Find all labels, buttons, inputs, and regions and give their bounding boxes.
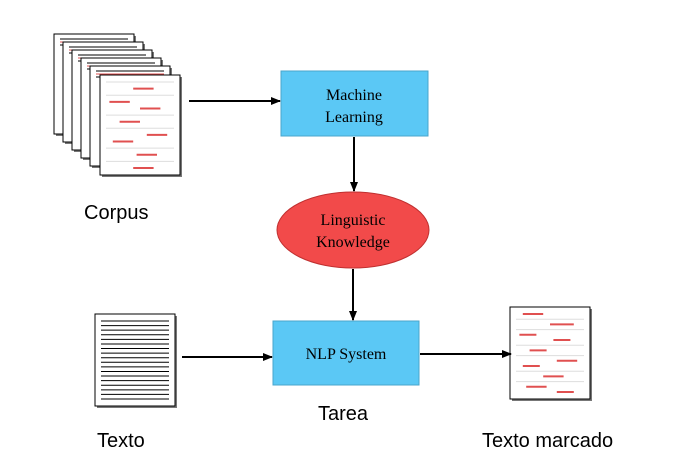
corpus-label: Corpus [84,202,148,224]
machine-learning-label-line1: Machine [326,87,382,104]
texto-label: Texto [97,430,145,452]
texto-document-icon [94,313,177,408]
texto-marcado-document-icon [509,306,592,401]
nlp-system-box [272,320,420,386]
machine-learning-label-line2: Learning [325,109,383,126]
machine-learning-box [280,70,429,137]
linguistic-knowledge-label-line1: Linguistic [321,212,386,229]
linguistic-knowledge-label-line2: Knowledge [316,234,390,251]
texto-marcado-label: Texto marcado [482,430,613,452]
corpus-document-stack-icon [53,33,182,177]
linguistic-knowledge-ellipse [276,191,430,269]
tarea-label: Tarea [318,403,369,425]
nlp-system-label: NLP System [306,346,387,363]
